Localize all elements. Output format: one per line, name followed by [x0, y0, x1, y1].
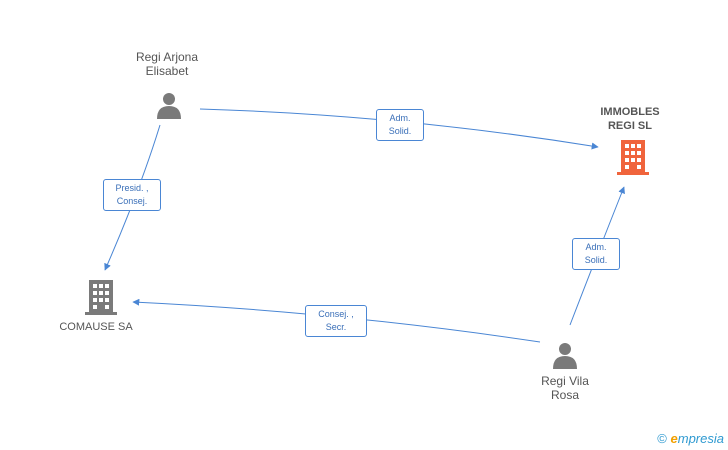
edge-label-line1: Consej. , [318, 309, 354, 319]
building-icon-main[interactable] [616, 140, 650, 176]
edge-label-line1: Presid. , [115, 183, 149, 193]
edge-label-line2: Solid. [584, 255, 608, 265]
edge-label-line2: Secr. [325, 322, 347, 332]
edge-label-line2: Solid. [388, 126, 412, 136]
edge-label-line2: Consej. [116, 196, 148, 206]
node-name-line1: Regi Vila [541, 374, 589, 388]
copyright-symbol: © [657, 431, 667, 446]
brand-name: mpresia [677, 431, 724, 446]
node-label-immobles: IMMOBLES REGI SL [580, 105, 680, 133]
node-name-line1: Regi Arjona [135, 50, 199, 64]
edge-label-line1: Adm. [389, 113, 411, 123]
edge-label-vila-immobles[interactable]: Adm. Solid. [572, 238, 620, 270]
person-icon[interactable] [154, 90, 184, 120]
node-label-comause: COMAUSE SA [46, 320, 146, 334]
person-icon[interactable] [550, 340, 580, 370]
node-name-line2: REGI SL [607, 120, 652, 132]
footer-brand: © empresia [657, 431, 724, 446]
building-icon[interactable] [84, 280, 118, 316]
node-label-vila: Regi Vila Rosa [510, 374, 620, 402]
node-name: COMAUSE SA [59, 321, 133, 333]
brand-initial: e [670, 431, 678, 446]
node-name-line2: Rosa [550, 388, 579, 402]
node-name-line1: IMMOBLES [600, 106, 660, 118]
edge-label-arjona-comause[interactable]: Presid. , Consej. [103, 179, 161, 211]
edge-label-arjona-immobles[interactable]: Adm. Solid. [376, 109, 424, 141]
node-label-arjona: Regi Arjona Elisabet [112, 50, 222, 78]
edge-label-line1: Adm. [585, 242, 607, 252]
edge-label-vila-comause[interactable]: Consej. , Secr. [305, 305, 367, 337]
node-name-line2: Elisabet [145, 64, 189, 78]
